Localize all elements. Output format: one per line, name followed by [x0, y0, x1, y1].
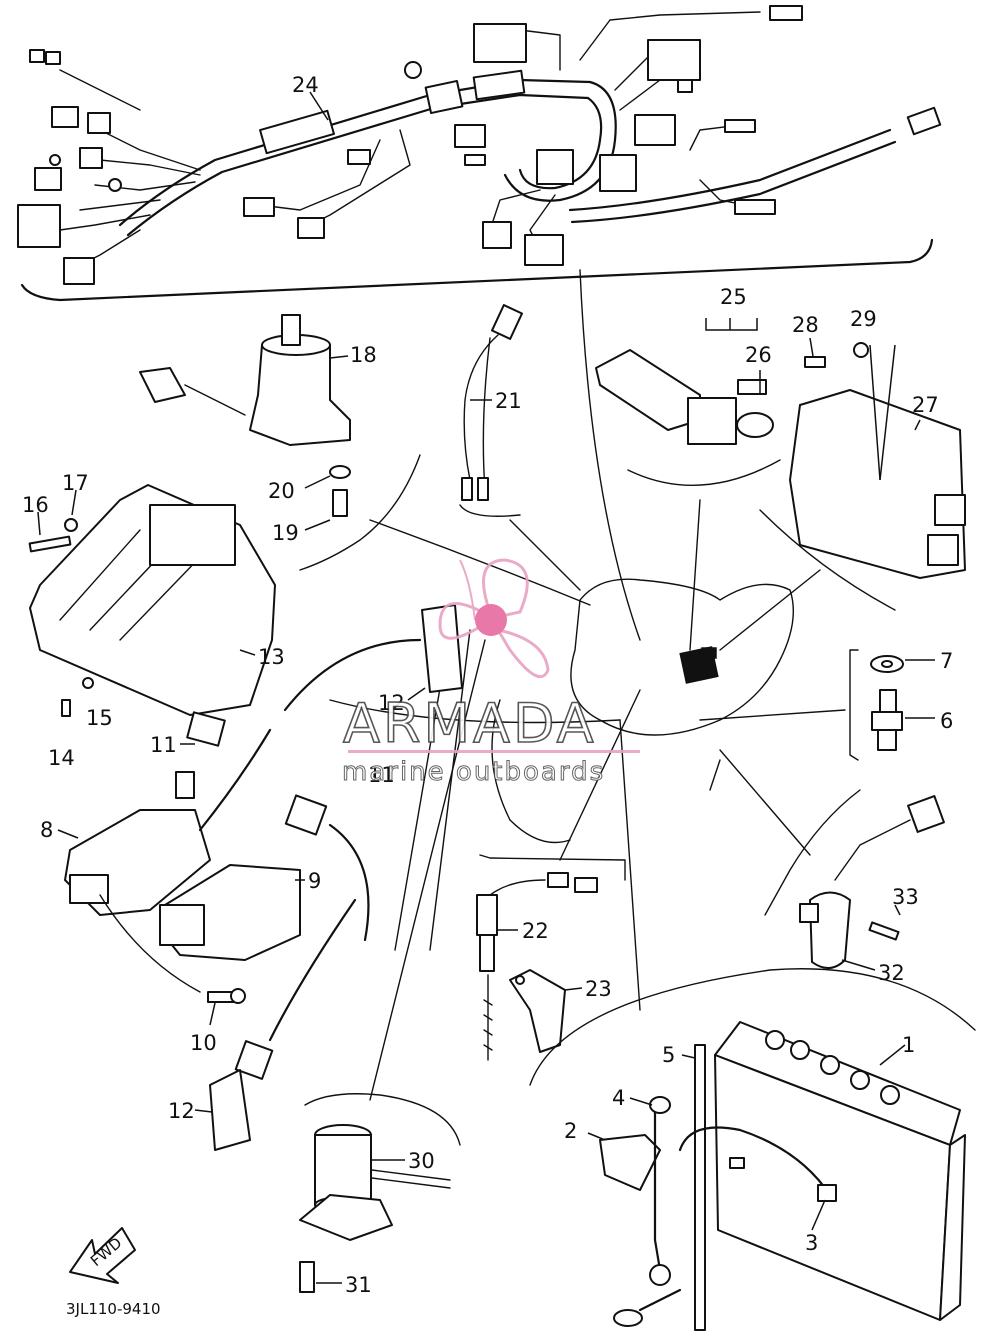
label-22: 22 [522, 919, 549, 943]
label-7: 7 [940, 649, 953, 673]
watermark-brand: ARMADA [343, 692, 597, 755]
label-28: 28 [792, 313, 819, 337]
label-18: 18 [350, 343, 377, 367]
wire-harness [17, 5, 942, 302]
label-14: 14 [48, 746, 75, 770]
label-26: 26 [745, 343, 772, 367]
watermark-tagline: marine outboards [342, 757, 605, 787]
label-6: 6 [940, 709, 953, 733]
label-19: 19 [272, 521, 299, 545]
frame-outline [329, 269, 846, 1101]
neutral-switch [476, 854, 626, 1061]
speed-sensor [764, 789, 945, 969]
label-11-lead: 11 [368, 763, 395, 787]
label-17: 17 [62, 471, 89, 495]
side-cover [28, 484, 276, 717]
label-3: 3 [805, 1231, 818, 1255]
ignition-coils [64, 604, 463, 1151]
label-21: 21 [495, 389, 522, 413]
sensor-lead [459, 304, 523, 517]
label-1: 1 [902, 1033, 915, 1057]
label-20: 20 [268, 479, 295, 503]
igniter-unit [759, 342, 966, 611]
label-32: 32 [878, 961, 905, 985]
propeller-logo-icon [438, 558, 550, 679]
label-4: 4 [612, 1086, 625, 1110]
label-2: 2 [564, 1119, 577, 1143]
label-16: 16 [22, 493, 49, 517]
label-29: 29 [850, 307, 877, 331]
label-13: 13 [258, 645, 285, 669]
label-5: 5 [662, 1043, 675, 1067]
part-labels: 1 2 3 4 5 6 7 8 9 10 11 11 12 12 [22, 73, 953, 1297]
label-25: 25 [720, 285, 747, 309]
label-10: 10 [190, 1031, 217, 1055]
label-31: 31 [345, 1273, 372, 1297]
fuse-holder [595, 318, 781, 486]
oil-level-switch [849, 649, 935, 761]
watermark-underline [348, 750, 640, 753]
forward-arrow: FWD [69, 1227, 136, 1284]
label-33: 33 [892, 885, 919, 909]
drawing-code: 3JL110-9410 [66, 1300, 161, 1318]
label-15: 15 [86, 706, 113, 730]
armada-watermark: ARMADA marine outboards [342, 558, 640, 788]
label-8: 8 [40, 818, 53, 842]
label-12-upper: 12 [378, 691, 405, 715]
main-switch [139, 314, 421, 571]
starter-relay [299, 1093, 461, 1293]
label-24: 24 [292, 73, 319, 97]
label-11: 11 [150, 733, 177, 757]
label-30: 30 [408, 1149, 435, 1173]
label-9: 9 [308, 869, 321, 893]
label-27: 27 [912, 393, 939, 417]
label-12-lower: 12 [168, 1099, 195, 1123]
battery-assembly [529, 968, 976, 1331]
label-23: 23 [585, 977, 612, 1001]
